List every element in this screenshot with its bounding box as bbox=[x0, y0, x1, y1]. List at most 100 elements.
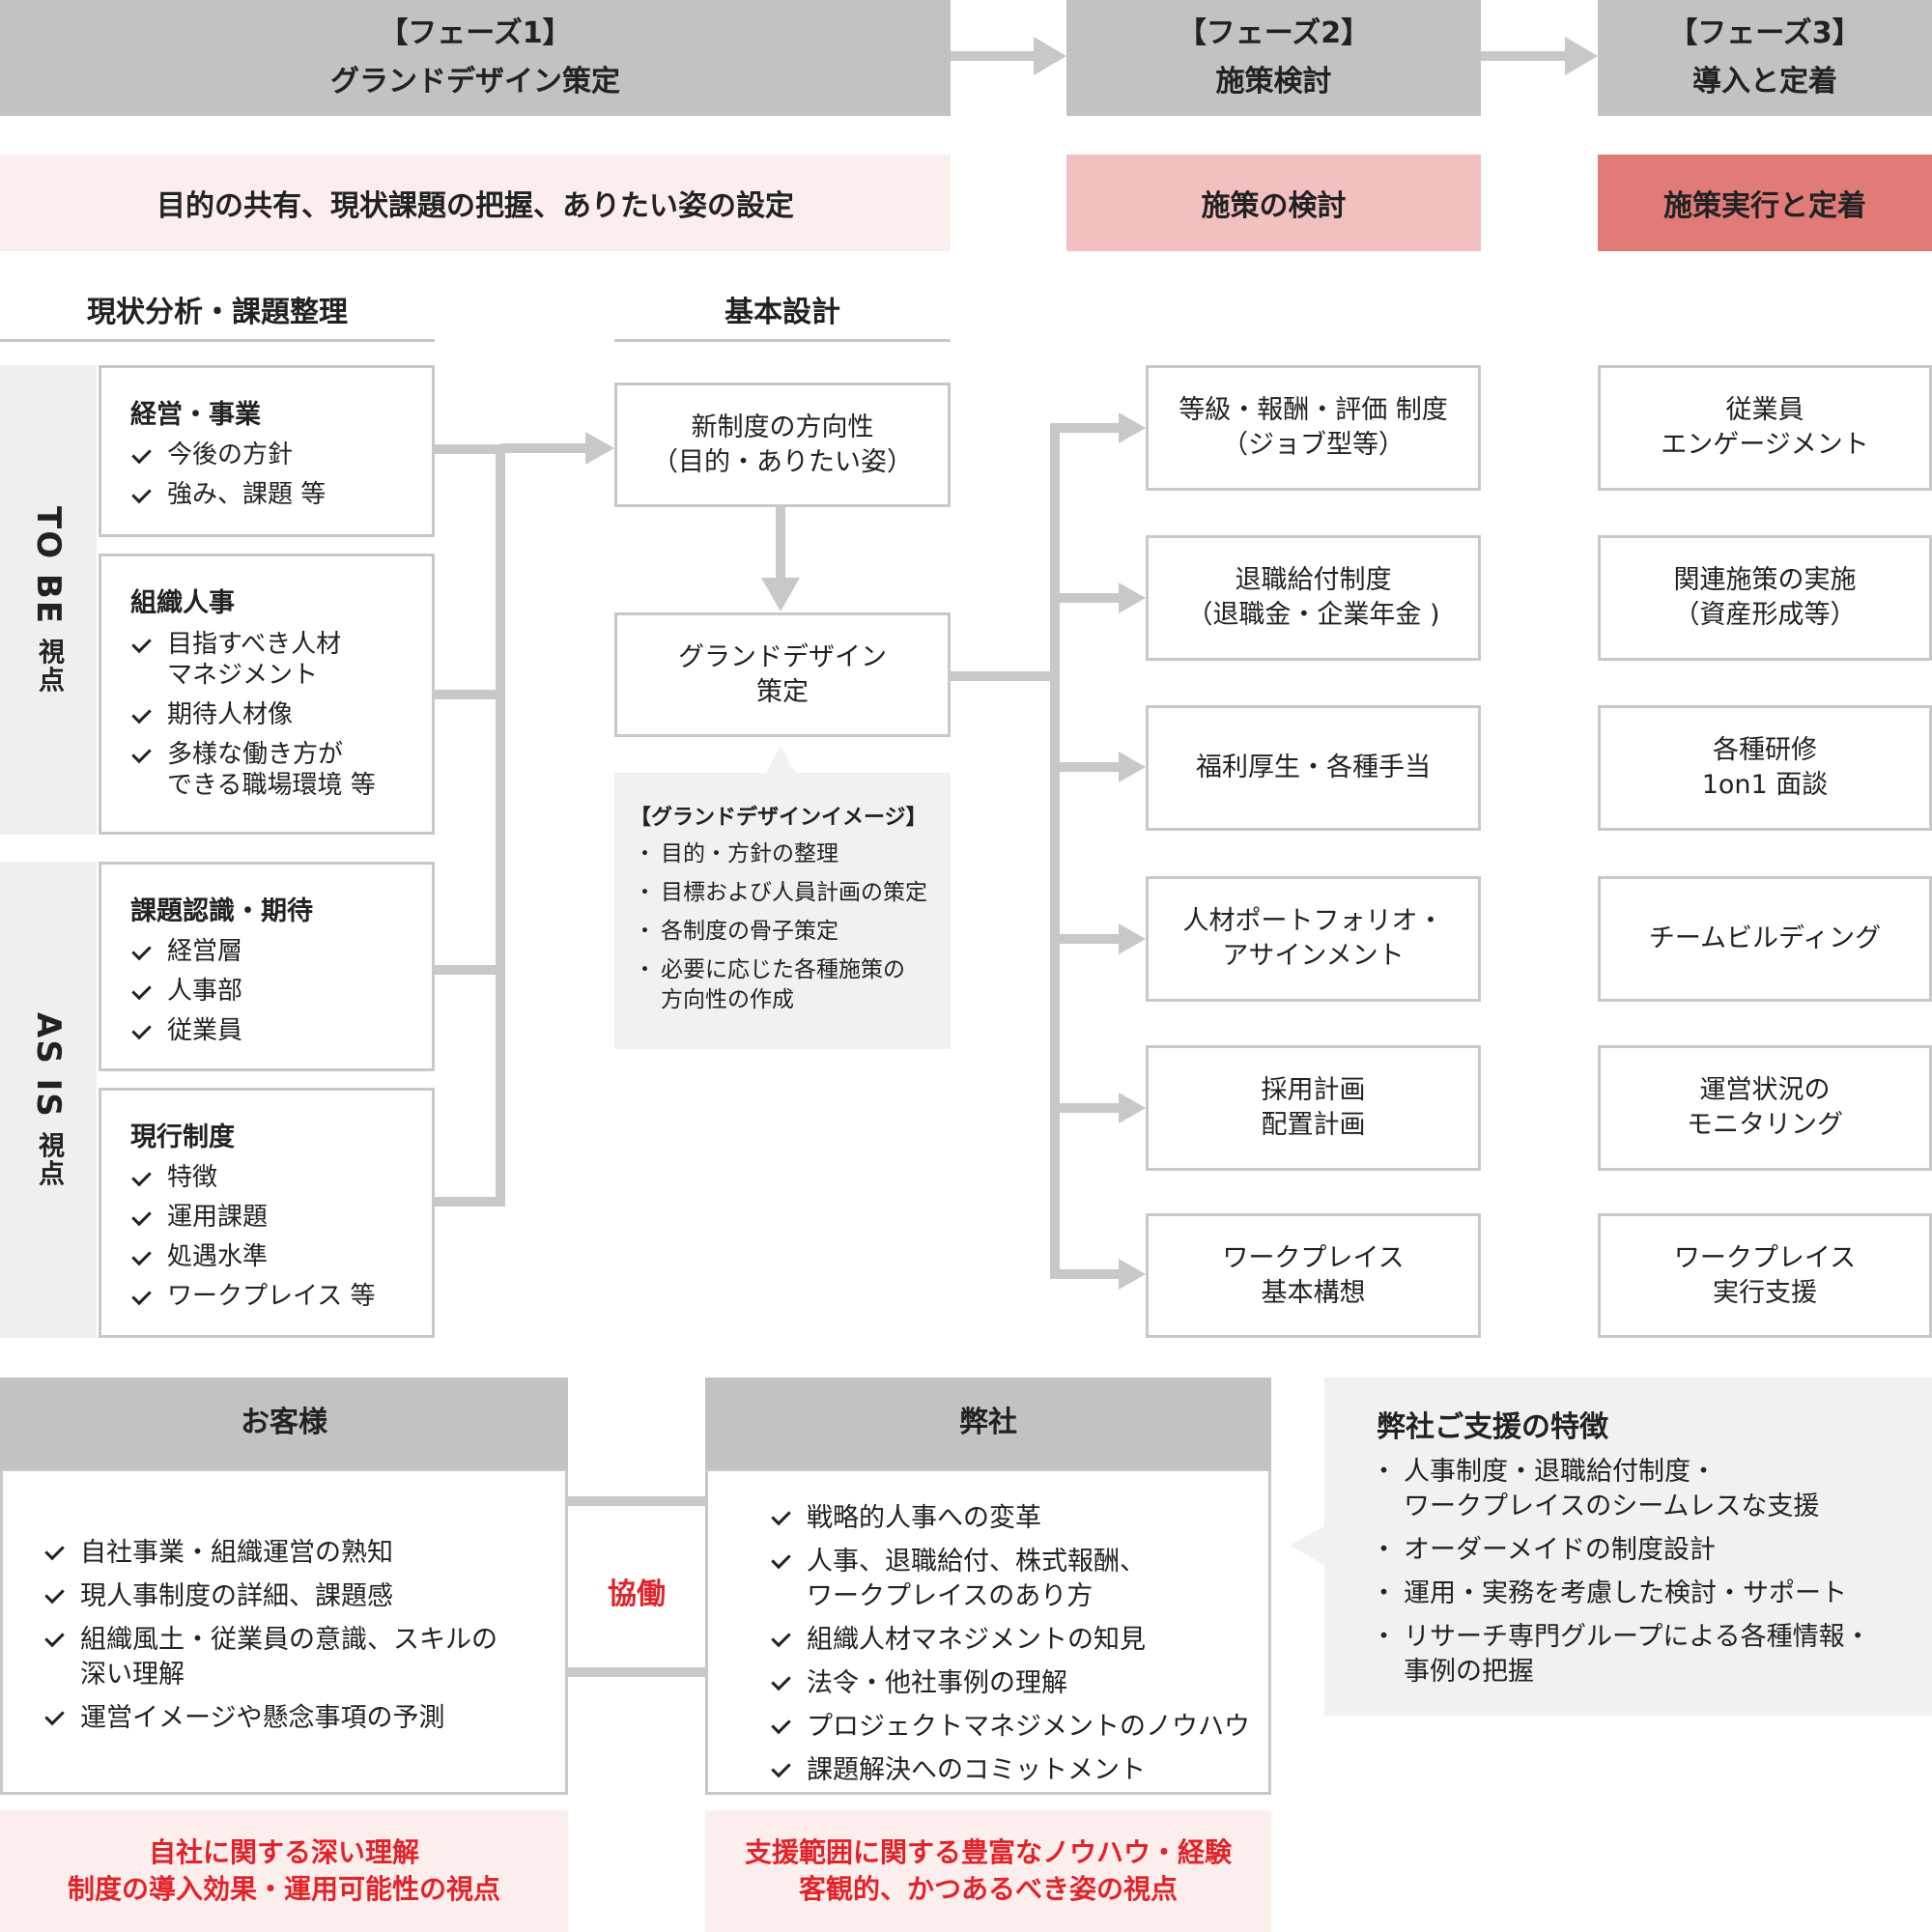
group-items: 今後の方針 強み、課題 等 bbox=[130, 440, 432, 510]
phase-2-label: 【フェーズ2】 bbox=[1177, 16, 1371, 50]
check-item: 運用課題 bbox=[130, 1202, 432, 1233]
callout-item: 目的・方針の整理 bbox=[634, 839, 951, 869]
phase-2-title: 施策検討 bbox=[1215, 65, 1332, 99]
group-items: 特徴 運用課題 処遇水準 ワークプレイス 等 bbox=[130, 1162, 432, 1312]
analysis-section-title: 現状分析・課題整理 bbox=[87, 296, 348, 329]
box-line: 従業員 bbox=[1725, 395, 1804, 425]
phase-3-header: 【フェーズ3】 導入と定着 bbox=[1598, 0, 1932, 116]
collaboration-label: 協働 bbox=[608, 1577, 666, 1611]
callout-item: 目標および人員計画の策定 bbox=[634, 878, 951, 908]
box-line: 配置計画 bbox=[1261, 1110, 1366, 1140]
check-item: 運営イメージや懸念事項の予測 bbox=[43, 1701, 565, 1736]
analysis-section-underline bbox=[0, 339, 435, 342]
phase-3-band: 施策実行と定着 bbox=[1598, 155, 1932, 251]
box-line: （目的・ありたい姿） bbox=[652, 446, 913, 477]
check-item: 人事、退職給付、株式報酬、 ワークプレイスのあり方 bbox=[770, 1545, 1268, 1614]
phase-1-band: 目的の共有、現状課題の把握、ありたい姿の設定 bbox=[0, 155, 951, 251]
callout-item: 各制度の骨子策定 bbox=[634, 917, 951, 947]
phase3-engagement: 従業員 エンゲージメント bbox=[1598, 365, 1932, 491]
check-item: 期待人材像 bbox=[130, 699, 432, 730]
company-items: 戦略的人事への変革 人事、退職給付、株式報酬、 ワークプレイスのあり方 組織人材… bbox=[770, 1501, 1268, 1788]
phase2-workplace-concept: ワークプレイス 基本構想 bbox=[1146, 1213, 1481, 1338]
box-line: モニタリング bbox=[1687, 1110, 1843, 1140]
footer-line: 客観的、かつあるべき姿の視点 bbox=[798, 1873, 1178, 1905]
footer-line: 制度の導入効果・運用可能性の視点 bbox=[67, 1873, 500, 1905]
check-item: 組織人材マネジメントの知見 bbox=[770, 1623, 1268, 1658]
check-item: 法令・他社事例の理解 bbox=[770, 1666, 1268, 1701]
check-item: 多様な働き方が できる職場環境 等 bbox=[130, 739, 432, 801]
asis-side-panel: AS IS 視点 bbox=[0, 862, 97, 1338]
new-system-direction-box: 新制度の方向性 （目的・ありたい姿） bbox=[614, 383, 951, 507]
box-line: 運営状況の bbox=[1699, 1075, 1831, 1105]
check-item: 現人事制度の詳細、課題感 bbox=[43, 1579, 565, 1614]
tobe-label: TO BE 視点 bbox=[29, 506, 68, 695]
box-line: 退職給付制度 bbox=[1235, 565, 1392, 595]
phase2-talent-portfolio: 人材ポートフォリオ・ アサインメント bbox=[1146, 876, 1481, 1002]
tobe-side-panel: TO BE 視点 bbox=[0, 365, 97, 835]
feature-item: 運用・実務を考慮した検討・サポート bbox=[1371, 1577, 1932, 1611]
box-line: （資産形成等） bbox=[1673, 600, 1857, 630]
box-line: 関連施策の実施 bbox=[1673, 565, 1857, 595]
phase3-training: 各種研修 1on1 面談 bbox=[1598, 705, 1932, 831]
check-item: 課題解決へのコミットメント bbox=[770, 1753, 1268, 1788]
group-title: 現行制度 bbox=[130, 1122, 235, 1152]
features-items: 人事制度・退職給付制度・ ワークプレイスのシームレスな支援 オーダーメイドの制度… bbox=[1371, 1455, 1932, 1690]
box-line: 基本構想 bbox=[1261, 1277, 1366, 1308]
box-line: グランドデザイン bbox=[678, 641, 887, 672]
box-line: 新制度の方向性 bbox=[691, 412, 874, 442]
callout-item: 必要に応じた各種施策の 方向性の作成 bbox=[634, 955, 951, 1015]
tobe-label-main: TO BE bbox=[29, 505, 68, 625]
grand-design-image-callout: 【グランドデザインイメージ】 目的・方針の整理 目標および人員計画の策定 各制度… bbox=[614, 773, 951, 1049]
phase3-monitoring: 運営状況の モニタリング bbox=[1598, 1045, 1932, 1171]
group-title: 課題認識・期待 bbox=[130, 896, 313, 926]
group-items: 目指すべき人材 マネジメント 期待人材像 多様な働き方が できる職場環境 等 bbox=[130, 629, 432, 801]
company-footer: 支援範囲に関する豊富なノウハウ・経験 客観的、かつあるべき姿の視点 bbox=[705, 1810, 1271, 1932]
company-panel: 戦略的人事への変革 人事、退職給付、株式報酬、 ワークプレイスのあり方 組織人材… bbox=[705, 1468, 1271, 1795]
box-line: エンゲージメント bbox=[1661, 430, 1869, 460]
check-item: 戦略的人事への変革 bbox=[770, 1501, 1268, 1536]
footer-line: 自社に関する深い理解 bbox=[148, 1836, 419, 1868]
phase2-hiring-placement: 採用計画 配置計画 bbox=[1146, 1045, 1481, 1171]
group-title: 経営・事業 bbox=[130, 400, 261, 430]
phase2-grading-pay-evaluation: 等級・報酬・評価 制度 （ジョブ型等） bbox=[1146, 365, 1481, 491]
feature-item: リサーチ専門グループによる各種情報・ 事例の把握 bbox=[1371, 1620, 1932, 1690]
box-line: （ジョブ型等） bbox=[1222, 430, 1405, 460]
box-line: 各種研修 bbox=[1713, 735, 1817, 765]
design-section-underline bbox=[614, 339, 951, 342]
box-line: 策定 bbox=[756, 676, 809, 707]
check-item: 組織風土・従業員の意識、スキルの 深い理解 bbox=[43, 1623, 565, 1692]
group-current-system: 現行制度 特徴 運用課題 処遇水準 ワークプレイス 等 bbox=[99, 1088, 435, 1338]
support-features-callout: 弊社ご支援の特徴 人事制度・退職給付制度・ ワークプレイスのシームレスな支援 オ… bbox=[1324, 1378, 1932, 1716]
phase3-workplace-support: ワークプレイス 実行支援 bbox=[1598, 1213, 1932, 1338]
phase-2-band: 施策の検討 bbox=[1066, 155, 1481, 251]
check-item: プロジェクトマネジメントのノウハウ bbox=[770, 1710, 1268, 1745]
asis-label-sub: 視点 bbox=[34, 1131, 64, 1188]
box-line: アサインメント bbox=[1222, 941, 1405, 971]
box-line: 1on1 面談 bbox=[1701, 770, 1829, 800]
box-line: （退職金・企業年金 ) bbox=[1186, 600, 1440, 630]
company-header: 弊社 bbox=[705, 1378, 1271, 1468]
tobe-label-sub: 視点 bbox=[34, 638, 64, 695]
phase-3-title: 導入と定着 bbox=[1692, 65, 1837, 99]
design-section-title: 基本設計 bbox=[724, 296, 840, 329]
group-issue-expectation: 課題認識・期待 経営層 人事部 従業員 bbox=[99, 862, 435, 1071]
box-line: 福利厚生・各種手当 bbox=[1196, 753, 1431, 782]
check-item: 処遇水準 bbox=[130, 1241, 432, 1272]
phase3-team-building: チームビルディング bbox=[1598, 876, 1932, 1002]
phase-3-label: 【フェーズ3】 bbox=[1668, 16, 1861, 50]
check-item: 強み、課題 等 bbox=[130, 479, 432, 510]
asis-label-main: AS IS bbox=[29, 1011, 68, 1119]
phase3-related-measures: 関連施策の実施 （資産形成等） bbox=[1598, 535, 1932, 661]
phase-1-label: 【フェーズ1】 bbox=[379, 16, 572, 50]
customer-panel: 自社事業・組織運営の熟知 現人事制度の詳細、課題感 組織風土・従業員の意識、スキ… bbox=[0, 1468, 568, 1795]
check-item: 人事部 bbox=[130, 976, 432, 1007]
customer-header: お客様 bbox=[0, 1378, 568, 1468]
box-line: ワークプレイス bbox=[1222, 1242, 1405, 1273]
check-item: 今後の方針 bbox=[130, 440, 432, 470]
phase2-welfare-allowances: 福利厚生・各種手当 bbox=[1146, 705, 1481, 831]
box-line: 人材ポートフォリオ・ bbox=[1182, 906, 1444, 936]
check-item: ワークプレイス 等 bbox=[130, 1281, 432, 1312]
footer-line: 支援範囲に関する豊富なノウハウ・経験 bbox=[744, 1836, 1232, 1868]
phase-2-header: 【フェーズ2】 施策検討 bbox=[1066, 0, 1481, 116]
